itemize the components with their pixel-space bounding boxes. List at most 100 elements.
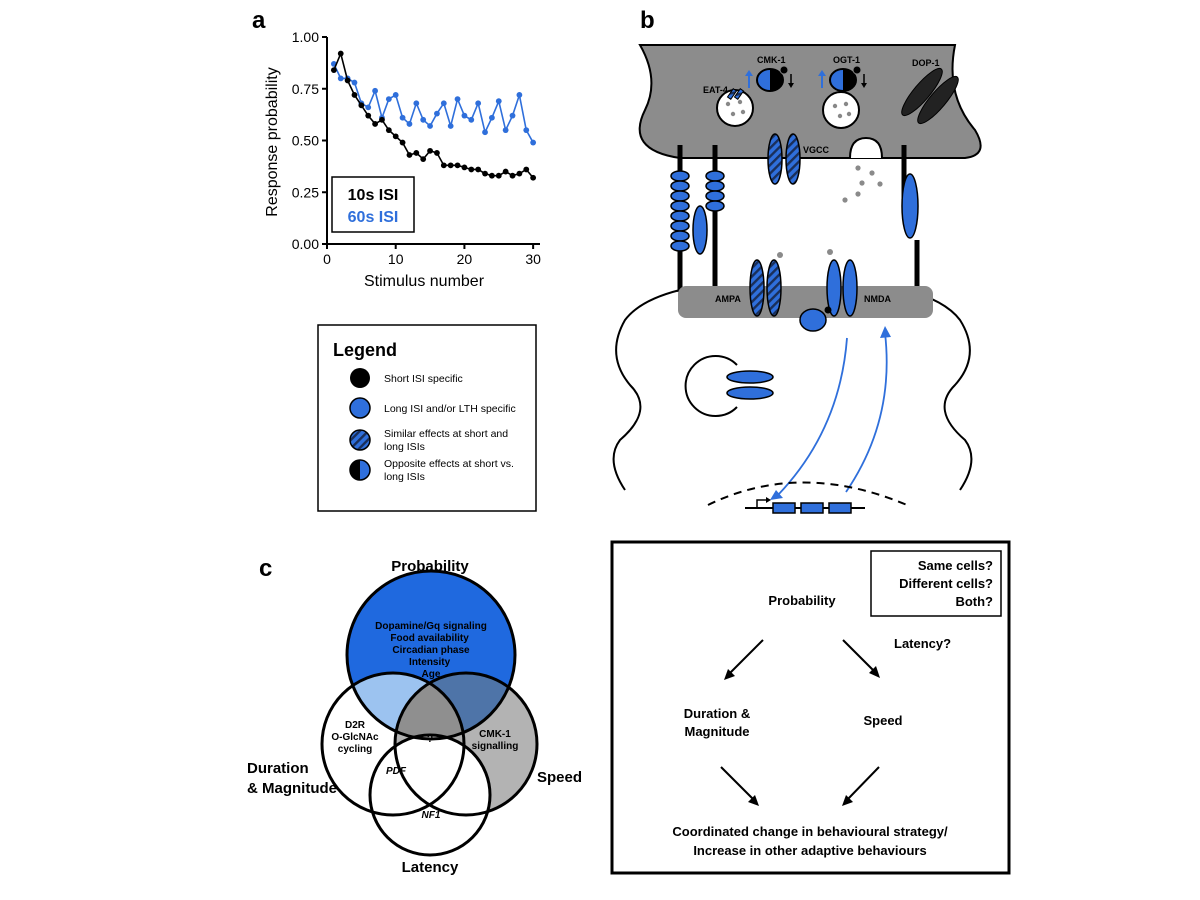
panel-d: d Same cells?Different cells?Both? Proba…	[610, 540, 1011, 875]
endosome	[684, 355, 774, 417]
data-point	[385, 127, 392, 134]
data-point	[330, 67, 337, 74]
vesicle-right	[822, 91, 860, 129]
chart-legend-10s: 10s ISI	[348, 187, 399, 204]
data-point	[495, 98, 502, 105]
legend-symbol-black	[350, 368, 370, 388]
data-point	[399, 139, 406, 146]
nmda-receptor	[799, 249, 858, 332]
data-point	[468, 116, 475, 123]
dop1-label: DOP-1	[912, 58, 940, 68]
data-point	[502, 168, 509, 175]
data-point	[523, 166, 530, 173]
data-point	[420, 116, 427, 123]
legend-item-short: Short ISI specific	[384, 373, 463, 385]
d-latency: Latency?	[894, 636, 951, 651]
x-tick-label: 30	[525, 251, 541, 267]
panel-c-label: c	[259, 555, 272, 582]
x-tick-label: 10	[388, 251, 404, 267]
data-point	[516, 92, 523, 98]
data-point	[440, 162, 447, 169]
signalling-arrows	[777, 332, 888, 496]
ampa-receptor	[749, 252, 783, 317]
chart-legend-60s: 60s ISI	[348, 209, 399, 226]
data-point	[468, 166, 475, 173]
flow-arrows	[720, 639, 880, 806]
data-point	[406, 152, 413, 158]
cmk1-label: CMK-1	[757, 55, 786, 65]
vgcc-label: VGCC	[803, 145, 830, 155]
d-duration: Duration &Magnitude	[684, 706, 750, 739]
data-point	[434, 110, 440, 117]
panel-a-label: a	[252, 7, 266, 34]
data-point	[406, 121, 413, 127]
speed-title: Speed	[537, 769, 582, 786]
data-point	[489, 172, 495, 179]
y-axis-label: Response probability	[264, 67, 281, 216]
y-tick-label: 1.00	[292, 29, 319, 45]
data-point	[461, 112, 468, 119]
legend-item-opposite: Opposite effects at short vs.long ISIs	[384, 458, 514, 483]
data-point	[337, 50, 344, 57]
data-point	[495, 172, 502, 179]
data-point	[358, 102, 365, 109]
y-tick-label: 0.25	[292, 184, 319, 200]
ogt1-enzyme	[818, 65, 867, 92]
presynaptic-terminal	[638, 44, 982, 159]
data-point	[475, 166, 482, 173]
release-site	[849, 136, 883, 159]
legend-item-long: Long ISI and/or LTH specific	[384, 403, 516, 415]
data-point	[392, 133, 399, 140]
postsynaptic-density	[678, 286, 933, 318]
data-point	[413, 100, 420, 107]
legend-title: Legend	[333, 340, 397, 360]
nf1-label: NF1	[422, 810, 441, 821]
data-point	[392, 92, 399, 98]
panel-b-label: b	[640, 7, 655, 34]
data-point	[413, 150, 420, 156]
y-tick-label: 0.00	[292, 236, 319, 252]
legend-panel: Legend Short ISI specific Long ISI and/o…	[317, 324, 537, 512]
question-box	[870, 550, 1002, 617]
released-neurotransmitter	[842, 165, 883, 203]
data-point	[351, 79, 358, 86]
data-point	[427, 147, 433, 154]
ogt1-label: OGT-1	[833, 55, 860, 65]
legend-symbol-striped	[349, 429, 371, 451]
data-point	[475, 100, 482, 107]
probability-title: Probability	[391, 558, 469, 575]
data-point	[427, 123, 433, 129]
y-tick-label: 0.50	[292, 133, 319, 149]
d-outcome: Coordinated change in behavioural strate…	[672, 824, 948, 858]
cmk1-kinase	[745, 65, 794, 92]
legend-box	[317, 324, 537, 512]
question-box-text: Same cells?Different cells?Both?	[899, 558, 993, 609]
data-point	[379, 116, 385, 123]
data-point	[365, 112, 372, 119]
gene	[745, 497, 865, 514]
x-axis-label: Stimulus number	[364, 273, 485, 290]
data-point	[420, 156, 427, 163]
data-point	[530, 174, 537, 181]
data-point	[461, 164, 468, 171]
data-point	[365, 104, 372, 111]
vesicle-eat4	[716, 88, 754, 127]
d-probability: Probability	[768, 593, 836, 608]
x-tick-label: 20	[457, 251, 473, 267]
magnitude-title: & Magnitude	[247, 780, 337, 797]
data-point	[523, 127, 530, 134]
data-point	[372, 121, 378, 127]
data-point	[482, 129, 488, 136]
panel-b: b EAT-4 CMK-1	[612, 7, 982, 514]
pdf-label: PDF	[386, 766, 407, 777]
legend-symbol-half	[349, 459, 371, 481]
data-point	[447, 162, 454, 169]
